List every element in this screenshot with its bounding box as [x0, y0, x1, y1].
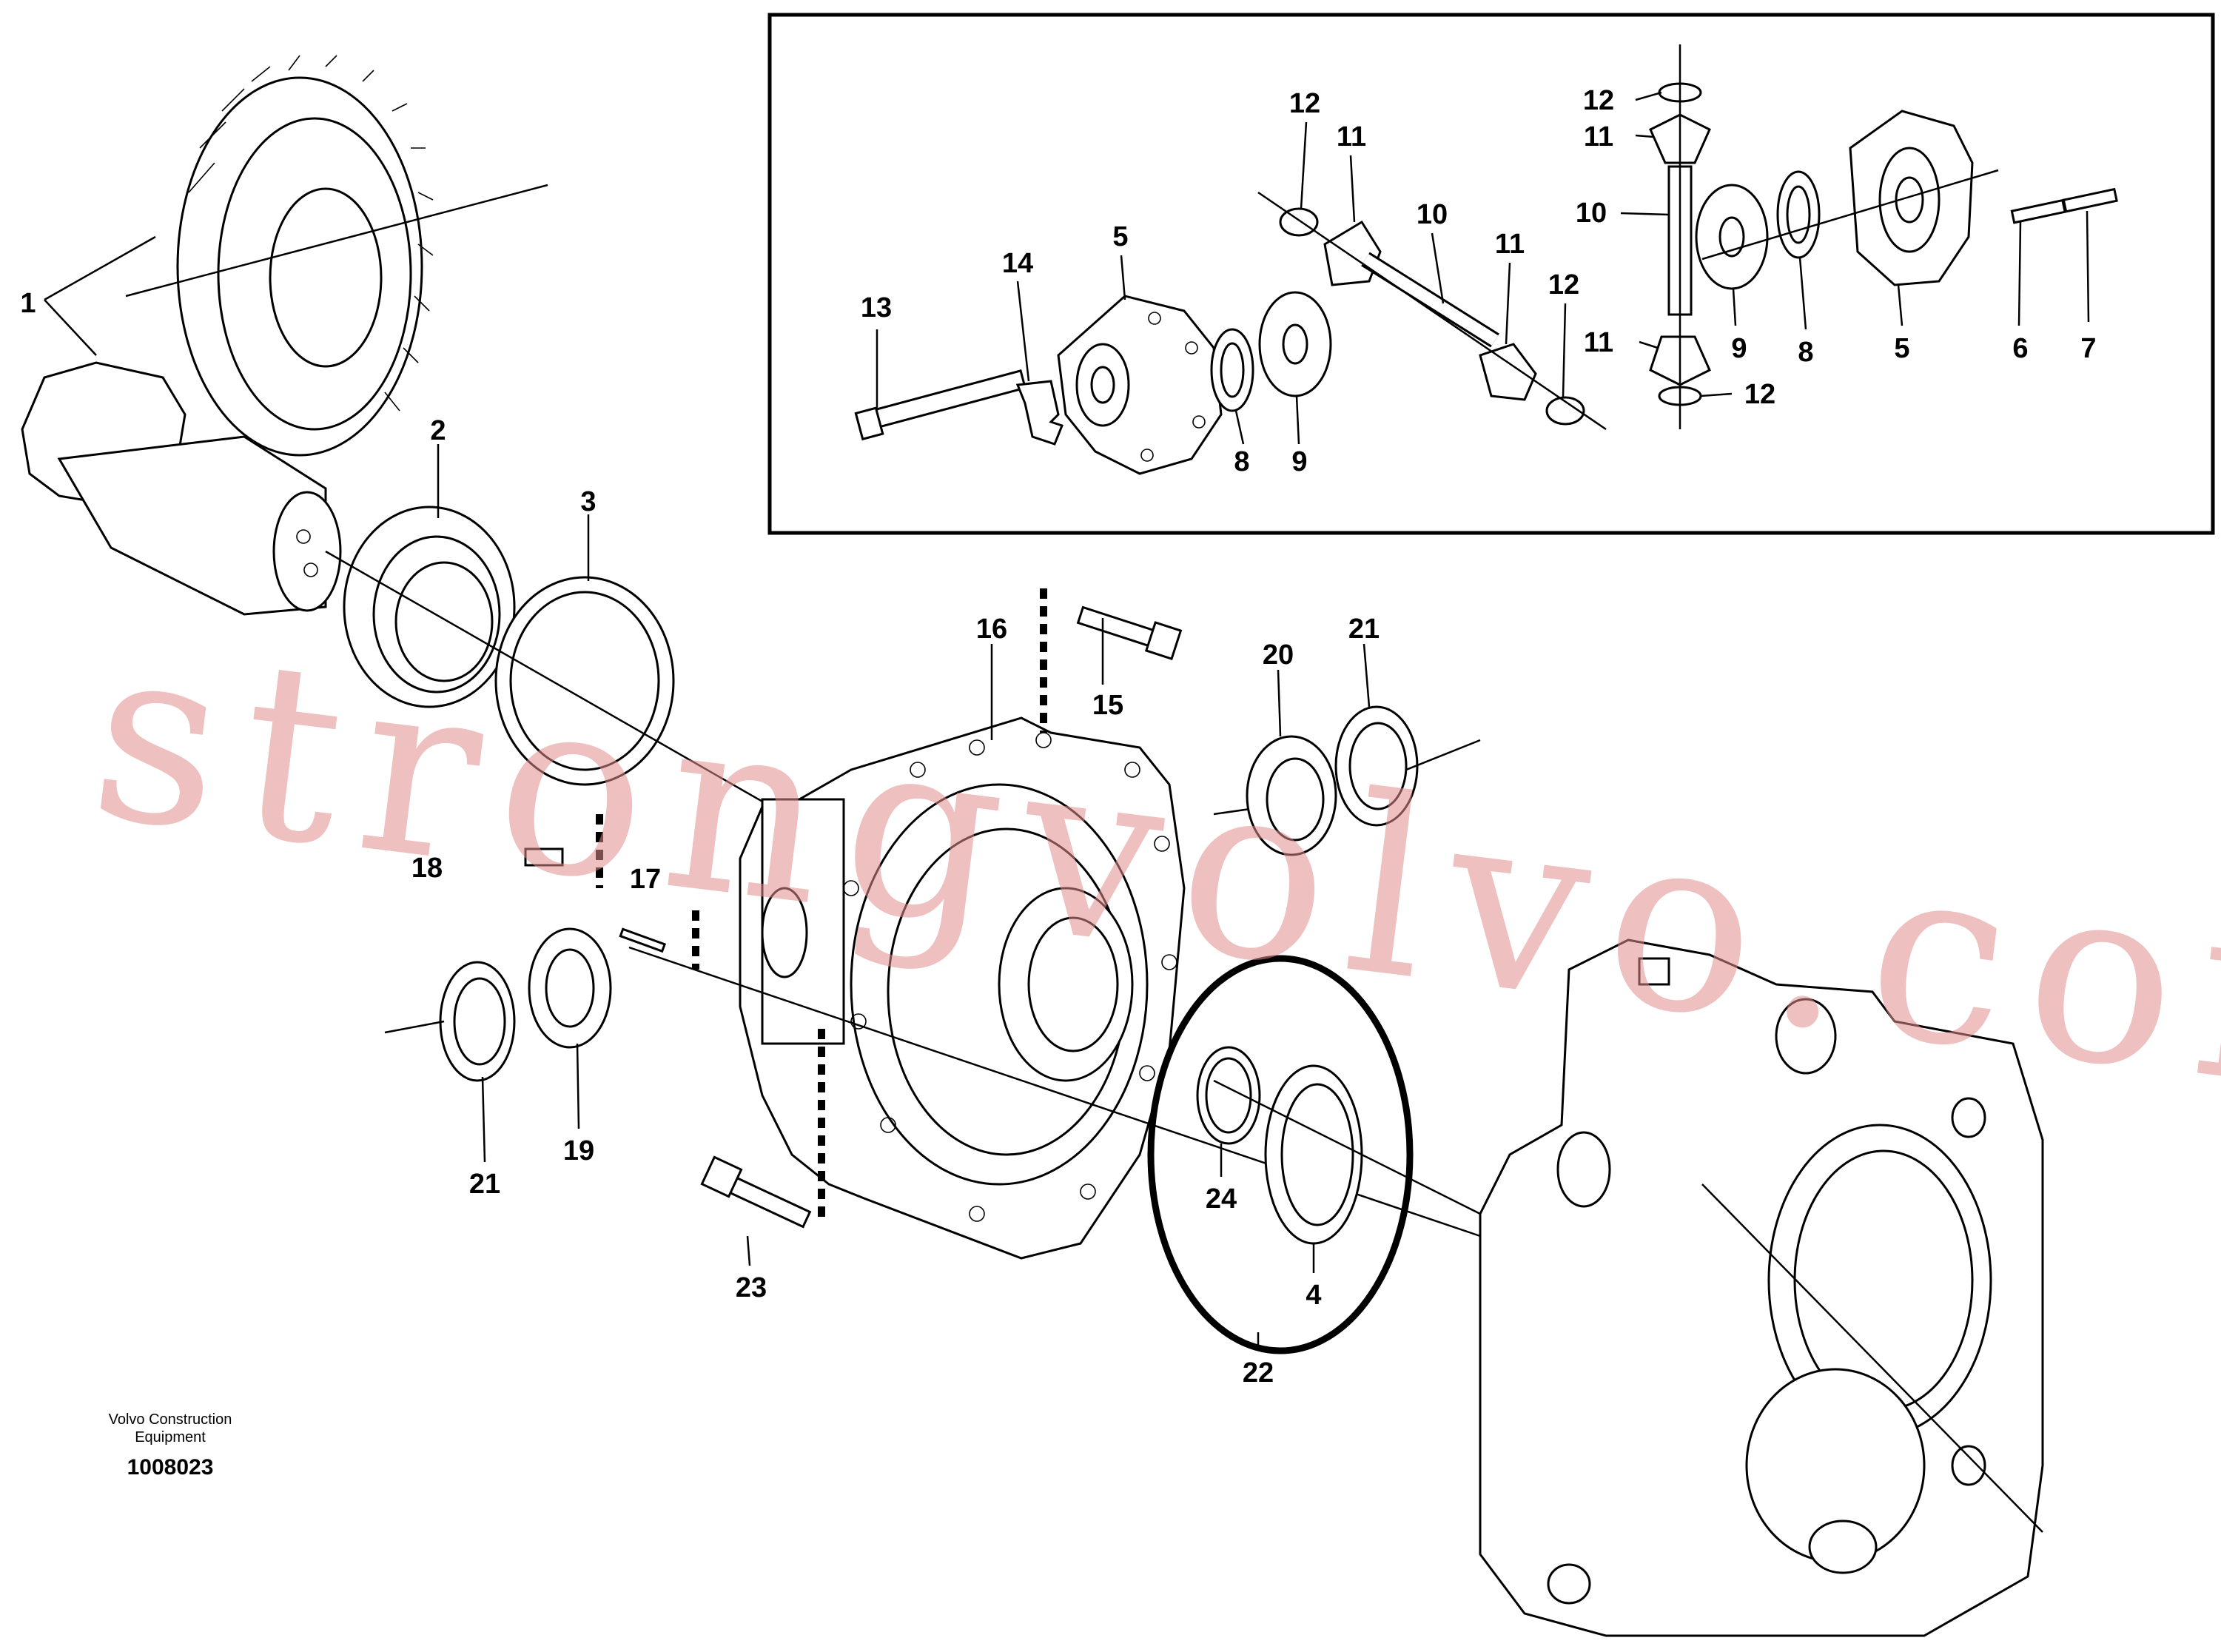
- label-24: 24: [1206, 1183, 1237, 1215]
- pin-18: [524, 847, 564, 867]
- pinion-shaft: [21, 361, 342, 616]
- label-17: 17: [630, 864, 661, 895]
- seal-ring-3: [494, 576, 675, 786]
- inset-bolt-13: [854, 369, 1027, 441]
- label-20: 20: [1263, 639, 1294, 671]
- inset-diff-housing-left: [1057, 295, 1223, 475]
- bolt-15: [1076, 605, 1183, 661]
- crown-wheel: [176, 55, 434, 457]
- inset-label-9a: 9: [1291, 446, 1307, 477]
- inset-thrust-washer-8b: [1776, 170, 1821, 259]
- label-15: 15: [1092, 690, 1123, 721]
- label-16: 16: [976, 614, 1007, 645]
- inset-label-11d: 11: [1584, 327, 1613, 358]
- drawing-number: 1008023: [127, 1455, 214, 1480]
- bearing-19: [528, 927, 612, 1049]
- inset-pinion-gear-11a: [1323, 220, 1382, 286]
- adjusting-ring-21-upper: [1334, 705, 1419, 827]
- label-3: 3: [580, 486, 596, 517]
- inset-label-6: 6: [2012, 333, 2028, 364]
- label-22: 22: [1243, 1357, 1274, 1389]
- seal-4: [1264, 1064, 1363, 1245]
- inset-pin-7: [2062, 187, 2118, 213]
- label-18: 18: [411, 853, 443, 884]
- guide-line-17: [596, 814, 699, 970]
- inset-label-8a: 8: [1234, 446, 1249, 477]
- inset-label-11b: 11: [1495, 229, 1525, 260]
- label-23: 23: [736, 1272, 767, 1303]
- inset-label-11a: 11: [1337, 121, 1366, 152]
- inset-label-10b: 10: [1576, 198, 1607, 229]
- inset-label-12a: 12: [1289, 88, 1320, 119]
- inset-label-12b: 12: [1548, 269, 1579, 300]
- inset-pin-6: [2010, 198, 2066, 224]
- bearing-20: [1246, 735, 1337, 856]
- inset-label-5a: 5: [1112, 221, 1128, 252]
- axle-housing: [1479, 939, 2044, 1637]
- differential-inset: 13 14 5 8 9 12 11 10 11 12 12 11 10 11 1…: [767, 13, 2215, 535]
- inset-label-12c: 12: [1583, 85, 1614, 116]
- inset-diff-housing-right: [1849, 110, 1974, 286]
- bolt-23: [700, 1155, 812, 1229]
- o-ring-22: [1147, 955, 1414, 1354]
- brand-line-2: Equipment: [135, 1429, 206, 1446]
- inset-label-5b: 5: [1894, 333, 1909, 364]
- label-4: 4: [1306, 1280, 1321, 1311]
- inset-label-10a: 10: [1417, 199, 1448, 230]
- inset-washer-12a: [1279, 207, 1319, 237]
- adjusting-ring-21-lower: [439, 961, 516, 1082]
- housing-cover-16: [739, 716, 1186, 1260]
- label-1: 1: [20, 288, 36, 319]
- inset-lock-plate-14: [1015, 380, 1064, 446]
- inset-side-gear-9a: [1258, 291, 1332, 397]
- inset-label-13: 13: [861, 292, 892, 323]
- inset-label-12d: 12: [1744, 379, 1775, 410]
- inset-pinion-gear-11b: [1479, 343, 1537, 401]
- inset-label-8b: 8: [1798, 337, 1813, 368]
- label-21-upper: 21: [1348, 614, 1380, 645]
- inset-label-11c: 11: [1584, 121, 1613, 152]
- inset-label-9b: 9: [1731, 333, 1747, 364]
- label-2: 2: [430, 415, 446, 446]
- pin-17: [619, 927, 667, 953]
- inset-thrust-washer-8a: [1210, 328, 1254, 412]
- inset-side-gear-9b: [1695, 184, 1769, 290]
- label-19: 19: [563, 1135, 594, 1166]
- brand-line-1: Volvo Construction: [109, 1411, 232, 1428]
- inset-label-7: 7: [2080, 333, 2096, 364]
- inset-label-14: 14: [1002, 248, 1033, 279]
- label-21-lower: 21: [469, 1169, 500, 1200]
- inset-washer-12b: [1545, 396, 1585, 426]
- ring-24: [1196, 1046, 1261, 1145]
